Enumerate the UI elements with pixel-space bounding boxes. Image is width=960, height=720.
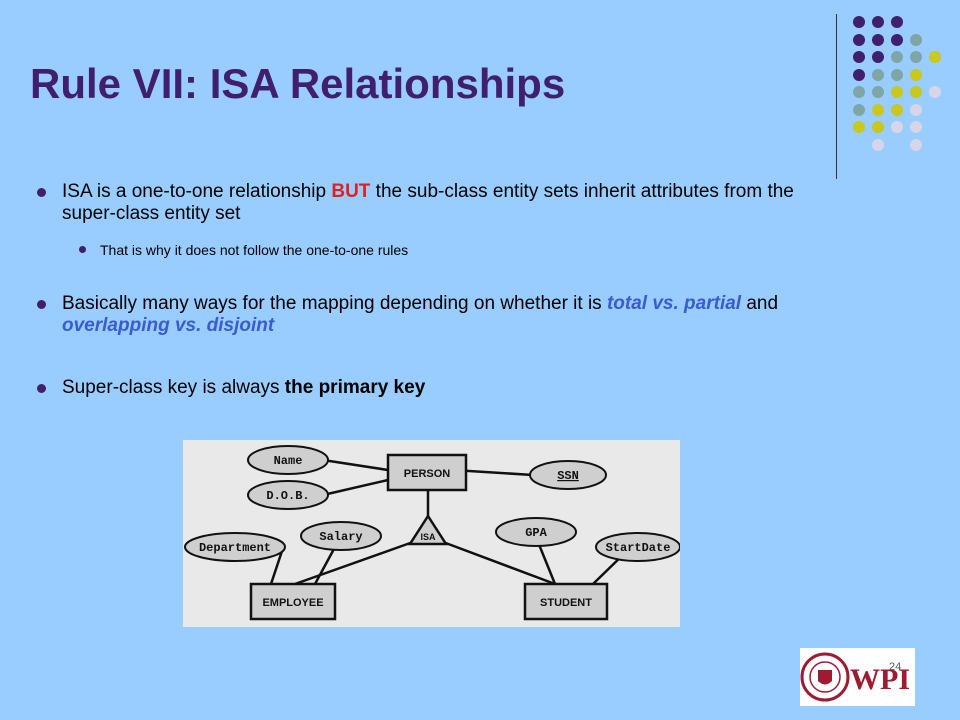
attribute-salary-label: Salary (319, 530, 362, 544)
bullet-3-text-a: Super-class key is always (62, 377, 285, 398)
bullet-2-emphasis-total-partial: total vs. partial (606, 293, 742, 314)
attribute-name: Name (247, 445, 329, 475)
attribute-salary: Salary (300, 521, 382, 551)
entity-student-label: STUDENT (540, 597, 592, 609)
isa-label: ISA (420, 532, 436, 542)
isa-triangle: ISA (407, 513, 449, 546)
entity-person-label: PERSON (404, 468, 451, 480)
bullet-2-text-b: and (741, 293, 779, 314)
attribute-dob: D.O.B. (247, 480, 329, 510)
vertical-divider (836, 14, 837, 179)
attribute-ssn-label: SSN (557, 469, 579, 483)
entity-student: STUDENT (523, 582, 609, 621)
slide-title: Rule VII: ISA Relationships (30, 60, 566, 107)
bullet-3-emphasis-primary-key: the primary key (284, 377, 426, 398)
page-number: 24 (889, 661, 902, 673)
attribute-startdate: StartDate (595, 532, 680, 562)
sub-bullet-text: That is why it does not follow the one-t… (100, 242, 409, 258)
entity-employee: EMPLOYEE (249, 582, 337, 621)
bullet-2-emphasis-overlap-disjoint: overlapping vs. disjoint (62, 315, 275, 336)
bullet-1-highlight-but: BUT (331, 181, 371, 202)
entity-person: PERSON (386, 453, 468, 492)
attribute-name-label: Name (274, 454, 303, 468)
wpi-logo: WPI (800, 648, 915, 706)
attribute-ssn: SSN (529, 460, 607, 490)
bullet-2-text-a: Basically many ways for the mapping depe… (62, 293, 607, 314)
attribute-department: Department (184, 532, 286, 562)
wpi-logo-text: WPI (850, 663, 910, 696)
sub-bullet-one-to-one-rules: That is why it does not follow the one-t… (79, 241, 700, 259)
bullet-isa-one-to-one: ISA is a one-to-one relationship BUT the… (37, 181, 802, 225)
attribute-dob-label: D.O.B. (266, 489, 309, 503)
entity-employee-label: EMPLOYEE (262, 597, 323, 609)
er-diagram: PERSON EMPLOYEE STUDENT ISA Name D.O.B. (183, 440, 680, 627)
bullet-superclass-key: Super-class key is always the primary ke… (37, 377, 802, 399)
attribute-gpa-label: GPA (525, 526, 547, 540)
bullet-1-text-b: the sub-class entity sets inherit attrib… (62, 181, 794, 224)
bullet-1-text-a: ISA is a one-to-one relationship (62, 181, 332, 202)
bullet-mapping-ways: Basically many ways for the mapping depe… (37, 293, 802, 337)
attribute-gpa: GPA (495, 517, 577, 547)
attribute-department-label: Department (199, 541, 271, 555)
attribute-startdate-label: StartDate (606, 541, 671, 555)
